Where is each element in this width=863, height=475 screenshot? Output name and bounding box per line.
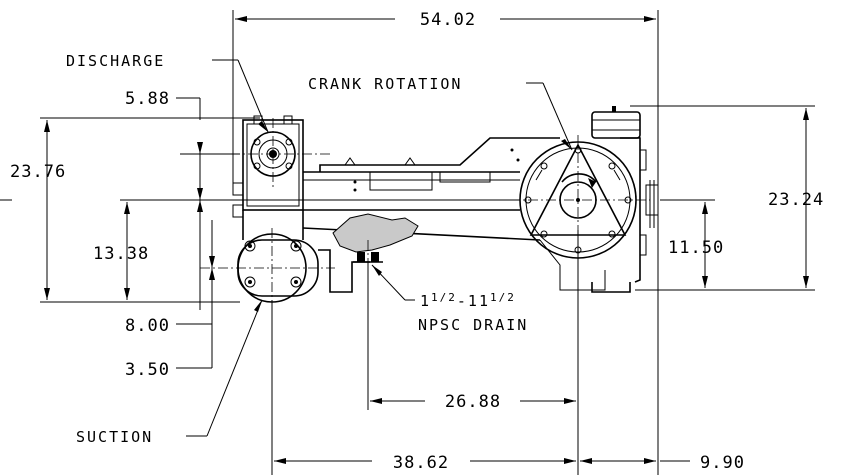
label-suction: SUCTION xyxy=(76,428,153,446)
label-crank-rotation: CRANK ROTATION xyxy=(308,75,462,93)
dim-overall-length: 54.02 xyxy=(420,10,476,30)
dim-suction-center-height: 13.38 xyxy=(93,244,149,264)
dim-suction-offset: 8.00 xyxy=(125,316,170,336)
leader-lines xyxy=(176,59,573,437)
dimension-lines xyxy=(0,16,809,464)
label-drain-size: 11/2-111/2 xyxy=(420,291,516,310)
power-end xyxy=(519,106,659,283)
pump-outline xyxy=(232,106,659,303)
label-drain-type: NPSC DRAIN xyxy=(418,316,528,334)
label-discharge: DISCHARGE xyxy=(66,52,165,70)
extension-lines xyxy=(40,10,815,475)
drain-mid: -11 xyxy=(457,292,490,310)
fluid-end-block xyxy=(242,119,304,211)
drain-whole-1: 1 xyxy=(420,292,431,310)
dim-suction-flange-offset: 3.50 xyxy=(125,360,170,380)
drain-fraction-2: 1/2 xyxy=(490,291,516,304)
dim-crank-center-height: 11.50 xyxy=(668,238,724,258)
dim-drain-to-crank: 26.88 xyxy=(445,392,501,412)
drain-housing-section xyxy=(332,213,419,253)
dim-discharge-offset: 5.88 xyxy=(125,89,170,109)
dim-overall-height-left: 23.76 xyxy=(10,162,66,182)
callout-labels: DISCHARGE CRANK ROTATION SUCTION 11/2-11… xyxy=(66,52,528,446)
dim-overall-height-right: 23.24 xyxy=(768,190,824,210)
drain-fraction-1: 1/2 xyxy=(431,291,457,304)
dim-crank-to-end: 9.90 xyxy=(700,453,745,473)
dimension-values: 54.02 5.88 23.76 13.38 8.00 3.50 23.24 1… xyxy=(10,10,824,473)
dim-suction-to-crank: 38.62 xyxy=(393,453,449,473)
center-lines xyxy=(200,118,650,310)
